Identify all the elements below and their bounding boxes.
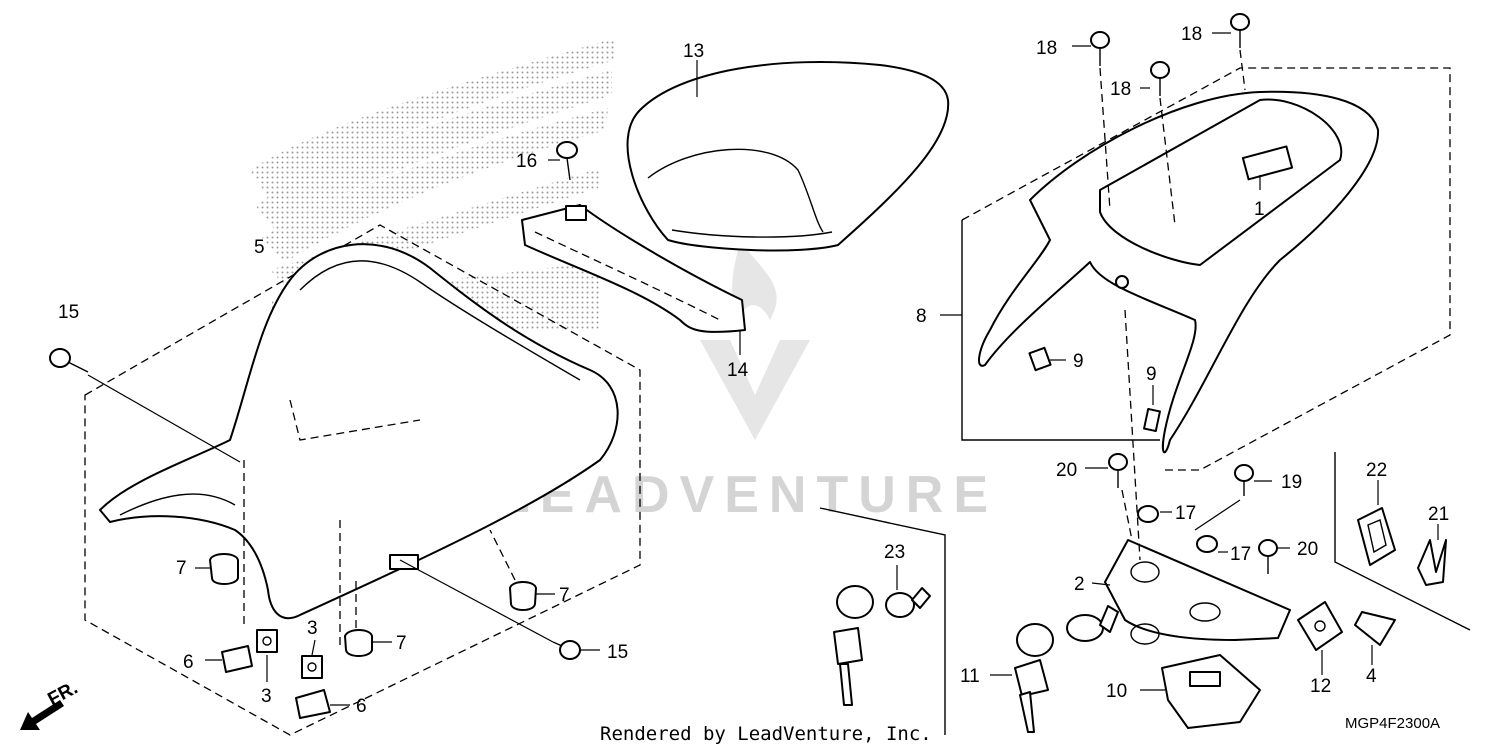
clip-inset <box>1334 452 1471 631</box>
grommet-7-b <box>489 529 555 611</box>
callout-label: 15 <box>607 642 628 663</box>
key-inset <box>819 507 946 735</box>
bolt-15-left <box>49 348 241 463</box>
callout-label: 18 <box>1110 79 1131 100</box>
callout-label: 9 <box>1073 351 1084 372</box>
callout-label: 21 <box>1428 504 1449 525</box>
plate-12 <box>1297 601 1343 675</box>
callout-label: 14 <box>727 360 749 381</box>
callout-label: 19 <box>1281 472 1302 493</box>
rear-seat-bracket <box>521 204 746 355</box>
callout-label: 7 <box>176 558 187 579</box>
callout-label: 17 <box>1230 544 1251 565</box>
direction-label: FR. <box>44 678 81 711</box>
seat-cowl-group <box>940 67 1451 471</box>
callout-label: 1 <box>1254 199 1265 220</box>
collar-17-a <box>1137 505 1172 523</box>
bolt-20-b <box>1258 539 1290 574</box>
callout-label: 9 <box>1146 364 1157 385</box>
callout-label: 3 <box>307 618 318 639</box>
callout-label: 5 <box>254 237 265 258</box>
callout-label: 6 <box>183 652 194 673</box>
grommet-7-c <box>344 580 392 657</box>
callout-label: 17 <box>1175 503 1196 524</box>
bolt-19 <box>1194 464 1272 531</box>
bolt-15-right <box>399 559 600 660</box>
pad-6-b <box>295 689 350 719</box>
callout-label: 18 <box>1036 38 1057 59</box>
rear-seat <box>626 60 950 252</box>
clip-4 <box>1354 611 1396 665</box>
callout-label: 4 <box>1366 666 1377 687</box>
front-direction-arrow-icon <box>20 700 64 730</box>
callout-label: 22 <box>1366 460 1387 481</box>
seat-lock-bracket <box>1091 309 1291 645</box>
callout-label: 13 <box>683 41 704 62</box>
callout-label: 7 <box>396 633 407 654</box>
callout-label: 12 <box>1310 676 1331 697</box>
callout-label: 7 <box>559 585 570 606</box>
grommet-7-a <box>195 553 239 585</box>
footer-text: Rendered by LeadVenture, Inc. <box>600 723 932 745</box>
latch-10 <box>1140 654 1261 729</box>
callout-label: 10 <box>1106 681 1127 702</box>
honda-wing-logo-background <box>250 38 615 330</box>
clip-3-b <box>301 520 341 679</box>
callout-label: 3 <box>261 686 272 707</box>
bolt-18-c <box>1140 61 1176 226</box>
diagram-code: MGP4F2300A <box>1345 715 1440 732</box>
watermark-text: LEADVENTURE <box>498 466 998 524</box>
key-set-11 <box>990 605 1119 733</box>
callout-label: 20 <box>1297 539 1318 560</box>
callout-label: 20 <box>1056 460 1077 481</box>
leadventure-watermark: LEADVENTURE <box>498 240 998 524</box>
rubber-9-a <box>1028 346 1066 372</box>
bolt-18-b <box>1212 13 1250 91</box>
bolt-20-a <box>1085 453 1133 541</box>
callout-label: 8 <box>916 306 927 327</box>
callout-label: 18 <box>1181 24 1202 45</box>
front-seat <box>99 243 619 620</box>
callout-label: 16 <box>516 151 537 172</box>
callout-label: 15 <box>58 302 79 323</box>
callout-labels: 1 2 3 3 4 5 6 6 7 7 7 8 9 9 10 11 12 13 … <box>58 24 1449 717</box>
clip-3-a <box>243 460 278 682</box>
callout-label: 11 <box>960 666 980 687</box>
bolt-16 <box>548 141 578 181</box>
callout-label: 6 <box>356 696 367 717</box>
collar-17-b <box>1196 535 1228 553</box>
callout-label: 23 <box>884 542 905 563</box>
callout-label: 2 <box>1074 574 1085 595</box>
front-seat-group <box>84 224 641 736</box>
rubber-9-b <box>1143 385 1161 433</box>
bolt-18-a <box>1072 31 1111 211</box>
pad-6-a <box>205 645 253 673</box>
